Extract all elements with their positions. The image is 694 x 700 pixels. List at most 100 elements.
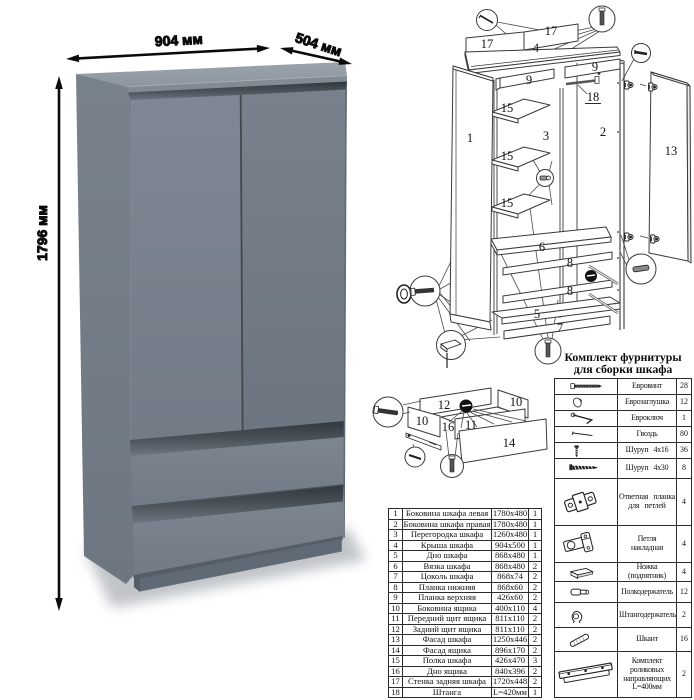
side-panel-1 bbox=[449, 65, 494, 331]
wardrobe-render bbox=[76, 62, 366, 608]
hardware-name: Гвоздь bbox=[617, 426, 677, 443]
height-dimension: 1796 мм bbox=[34, 205, 50, 261]
diagram-label-5: 5 bbox=[534, 307, 540, 321]
parts-cell-num: 12 bbox=[388, 623, 403, 635]
parts-cell-num: 5 bbox=[388, 550, 403, 562]
parts-cell-qty: 1 bbox=[528, 550, 542, 562]
diagram-label-14: 14 bbox=[503, 436, 516, 450]
parts-cell-size: 904x500 bbox=[491, 539, 529, 551]
hardware-qty: 4 bbox=[676, 525, 692, 563]
wardrobe-top-edge bbox=[127, 76, 347, 93]
diagram-label-10: 10 bbox=[416, 414, 429, 428]
parts-cell-name: Крыша шкафа bbox=[402, 539, 492, 551]
wardrobe-top-panel bbox=[76, 62, 347, 87]
parts-cell-num: 6 bbox=[388, 560, 403, 572]
parts-cell-name: Задний щит ящика bbox=[402, 623, 492, 635]
hardware-qty: 1 bbox=[676, 410, 692, 427]
parts-cell-name: Цоколь шкафа bbox=[402, 571, 492, 583]
parts-cell-num: 1 bbox=[388, 508, 403, 520]
parts-cell-name: Полка шкафа bbox=[402, 655, 492, 667]
eurokey-icon bbox=[554, 410, 618, 427]
parts-cell-qty: 1 bbox=[528, 539, 542, 551]
parts-cell-num: 16 bbox=[388, 665, 403, 677]
hardware-qty: 80 bbox=[676, 426, 692, 443]
diagram-label-8: 8 bbox=[567, 256, 573, 270]
hardware-name: Комплект роликовых направляющих L=400мм bbox=[617, 651, 677, 698]
parts-cell-num: 13 bbox=[388, 634, 403, 646]
hardware-name: Шуруп 4x16 bbox=[617, 442, 677, 459]
diagram-label-7: 7 bbox=[557, 321, 563, 335]
parts-cell-name: Фасад шкафа bbox=[402, 634, 492, 646]
parts-cell-qty: 1 bbox=[528, 529, 542, 541]
parts-cell-size: 811x110 bbox=[491, 623, 529, 635]
drawer2-front bbox=[133, 501, 343, 576]
hardware-name: Шуруп 4x30 bbox=[617, 458, 677, 479]
parts-cell-qty: 2 bbox=[528, 560, 542, 572]
parts-cell-qty: 2 bbox=[528, 665, 542, 677]
parts-cell-name: Фасад ящика bbox=[402, 644, 492, 656]
depth-dimension: 504 мм bbox=[293, 29, 344, 59]
diagram-label-11: 11 bbox=[465, 418, 477, 432]
parts-cell-name: Боковина шкафа правая bbox=[402, 518, 492, 530]
parts-cell-size: 1250x446 bbox=[491, 634, 529, 646]
diagram-label-15: 15 bbox=[501, 149, 514, 163]
screw30-icon bbox=[554, 458, 618, 479]
parts-cell-qty: 2 bbox=[528, 613, 542, 625]
parts-cell-qty: 2 bbox=[528, 676, 542, 688]
diagram-label-4: 4 bbox=[533, 41, 540, 55]
parts-cell-size: 840x396 bbox=[491, 665, 529, 677]
parts-cell-name: Боковина ящика bbox=[402, 602, 492, 614]
wardrobe-plinth bbox=[140, 539, 342, 592]
parts-cell-name: Планка верхняя bbox=[402, 592, 492, 604]
door-handle-groove bbox=[128, 81, 347, 101]
diagram-label-6: 6 bbox=[539, 240, 545, 254]
diagram-label-3: 3 bbox=[543, 129, 549, 143]
parts-cell-name: Вязка шкафа bbox=[402, 560, 492, 572]
parts-cell-name: Перегородка шкафа bbox=[402, 529, 492, 541]
parts-cell-num: 9 bbox=[388, 592, 403, 604]
hardware-name: Ответная планка для петлей bbox=[617, 478, 677, 526]
hardware-name: Петля накладная bbox=[617, 525, 677, 563]
parts-cell-size: 426x60 bbox=[491, 592, 529, 604]
hardware-name: Шкант bbox=[617, 627, 677, 652]
diagram-label-2: 2 bbox=[600, 125, 606, 139]
hardware-kit-title: Комплект фурнитуры для сборки шкафа bbox=[552, 351, 694, 376]
diagram-label-9: 9 bbox=[592, 60, 598, 74]
callout-circles bbox=[396, 5, 657, 368]
hardware-qty: 4 bbox=[676, 478, 692, 526]
parts-cell-size: 1260x480 bbox=[491, 529, 529, 541]
diagram-label-8: 8 bbox=[567, 284, 573, 298]
parts-cell-qty: 2 bbox=[528, 634, 542, 646]
parts-cell-size: 1720x448 bbox=[491, 676, 529, 688]
diagram-label-10: 10 bbox=[510, 395, 523, 409]
parts-cell-size: 811x110 bbox=[491, 613, 529, 625]
screw16-icon bbox=[554, 442, 618, 459]
parts-cell-size: 1780x480 bbox=[491, 508, 529, 520]
wardrobe-door-left bbox=[130, 95, 243, 441]
parts-cell-size: 868x480 bbox=[491, 550, 529, 562]
diagram-label-1: 1 bbox=[467, 131, 473, 145]
